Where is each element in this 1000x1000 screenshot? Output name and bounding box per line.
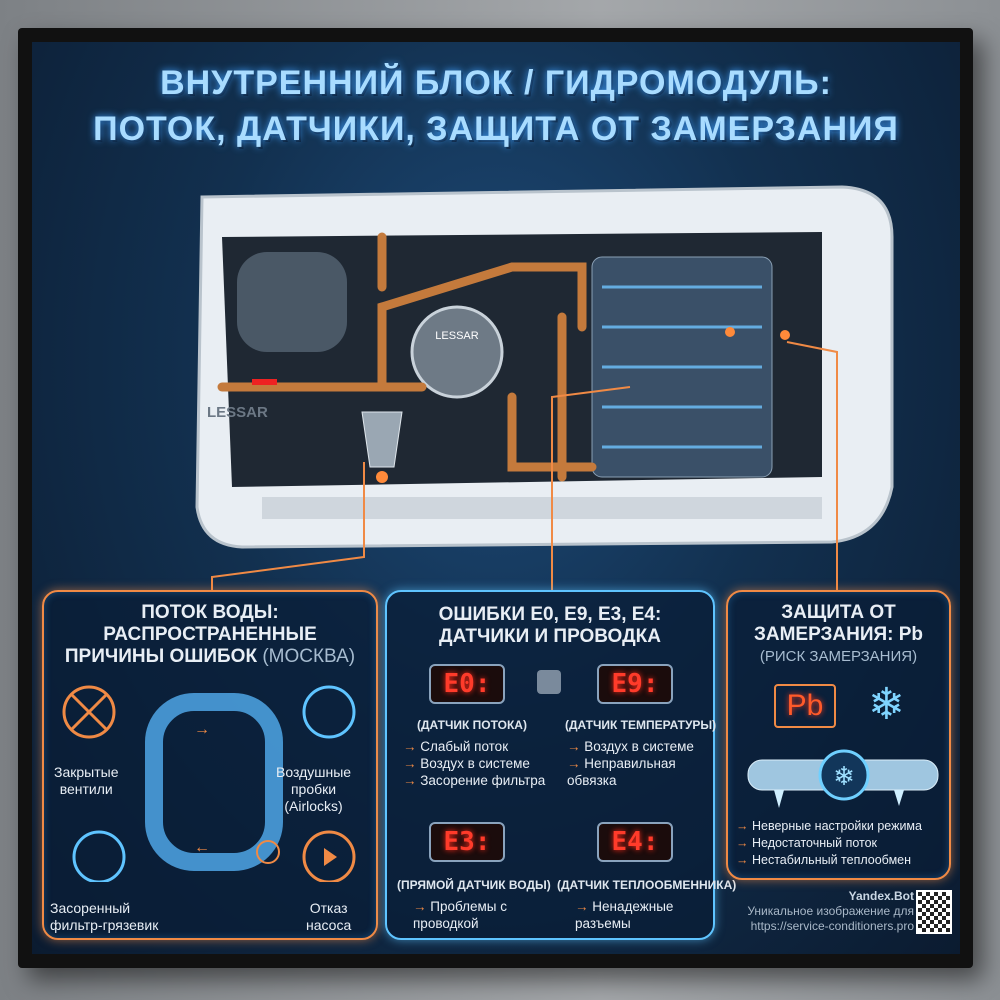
errors-panel-title: ОШИБКИ E0, E9, E3, E4: ДАТЧИКИ И ПРОВОДК… bbox=[387, 604, 713, 648]
watermark-url: https://service-conditioners.pro bbox=[750, 919, 914, 933]
filter-marker bbox=[376, 471, 388, 483]
errors-title-1: ОШИБКИ E0, E9, E3, E4: bbox=[438, 604, 662, 625]
e9-caption: (ДАТЧИК ТЕМПЕРАТУРЫ) bbox=[565, 718, 717, 732]
flow-title-3: ПРИЧИНЫ ОШИБОК bbox=[64, 646, 258, 667]
watermark: Yandex.Bot Уникальное изображение для ht… bbox=[747, 889, 914, 934]
pump-brand: LESSAR bbox=[435, 330, 478, 342]
qr-code bbox=[916, 890, 952, 934]
e4-display: E4: bbox=[597, 822, 673, 862]
pump-failure-icon bbox=[302, 830, 356, 882]
svg-text:→: → bbox=[194, 721, 210, 738]
circulation-pump bbox=[410, 305, 504, 399]
e0-caption: (ДАТЧИК ПОТОКА) bbox=[417, 718, 527, 732]
copper-pipes bbox=[217, 232, 597, 482]
freeze-subtitle: (РИСК ЗАМЕРЗАНИЯ) bbox=[759, 648, 918, 665]
freeze-panel-title: ЗАЩИТА ОТ ЗАМЕРЗАНИЯ: Pb (РИСК ЗАМЕРЗАНИ… bbox=[728, 602, 949, 668]
e3-causes: Проблемы с проводкой bbox=[413, 898, 533, 932]
frozen-pipe-icon: ❄ bbox=[747, 749, 939, 808]
closed-valve-icon bbox=[62, 685, 116, 739]
freeze-protection-panel: ЗАЩИТА ОТ ЗАМЕРЗАНИЯ: Pb (РИСК ЗАМЕРЗАНИ… bbox=[726, 590, 951, 880]
filter-basket-icon bbox=[72, 830, 126, 882]
e9-causes: Воздух в системеНеправильная обвязка bbox=[567, 738, 707, 789]
flow-title-1: ПОТОК ВОДЫ: bbox=[141, 602, 279, 623]
errors-title-2: ДАТЧИКИ И ПРОВОДКА bbox=[439, 626, 661, 647]
infographic-screen: ВНУТРЕННИЙ БЛОК / ГИДРОМОДУЛЬ: ПОТОК, ДА… bbox=[32, 42, 960, 954]
air-louver bbox=[262, 497, 822, 519]
e9-display: E9: bbox=[597, 664, 673, 704]
watermark-bot: Yandex.Bot bbox=[848, 889, 914, 903]
indoor-unit-illustration: LESSAR LESSAR bbox=[195, 185, 894, 549]
sensor-errors-panel: ОШИБКИ E0, E9, E3, E4: ДАТЧИКИ И ПРОВОДК… bbox=[385, 590, 736, 940]
flow-loop-diagram: →← bbox=[62, 685, 356, 882]
flow-title-note: (МОСКВА) bbox=[262, 646, 356, 667]
expansion-tank bbox=[237, 252, 347, 352]
title-line-1: ВНУТРЕННИЙ БЛОК / ГИДРОМОДУЛЬ: bbox=[160, 64, 832, 102]
freeze-causes: Неверные настройки режимаНедостаточный п… bbox=[736, 818, 922, 869]
title-line-2: ПОТОК, ДАТЧИКИ, ЗАЩИТА ОТ ЗАМЕРЗАНИЯ bbox=[93, 110, 899, 148]
flow-title-2: РАСПРОСТРАНЕННЫЕ bbox=[103, 624, 317, 645]
e0-display: E0: bbox=[429, 664, 505, 704]
connector-lines bbox=[211, 341, 838, 590]
mud-filter bbox=[361, 411, 403, 468]
svg-text:←: ← bbox=[194, 839, 210, 856]
pb-error-display: Pb bbox=[774, 684, 836, 728]
freeze-title-1: ЗАЩИТА ОТ bbox=[781, 602, 896, 623]
water-loop-pipe bbox=[145, 693, 283, 871]
page-title: ВНУТРЕННИЙ БЛОК / ГИДРОМОДУЛЬ: ПОТОК, ДА… bbox=[32, 60, 960, 152]
e3-caption: (ПРЯМОЙ ДАТЧИК ВОДЫ) bbox=[397, 878, 551, 892]
svg-text:❄: ❄ bbox=[833, 761, 855, 791]
freeze-title-2: ЗАМЕРЗАНИЯ: Pb bbox=[753, 624, 924, 645]
sensor-icon bbox=[537, 670, 561, 694]
water-flow-panel: ПОТОК ВОДЫ: РАСПРОСТРАНЕННЫЕ ПРИЧИНЫ ОШИ… bbox=[42, 590, 378, 940]
unit-brand-logo: LESSAR bbox=[207, 404, 268, 421]
e4-causes: Ненадежные разъемы bbox=[575, 898, 695, 932]
airlock-bubbles-icon bbox=[302, 685, 356, 739]
pump-fault-marker bbox=[256, 840, 280, 864]
flow-panel-title: ПОТОК ВОДЫ: РАСПРОСТРАНЕННЫЕ ПРИЧИНЫ ОШИ… bbox=[44, 602, 376, 668]
e3-display: E3: bbox=[429, 822, 505, 862]
e0-causes: Слабый потокВоздух в системеЗасорение фи… bbox=[403, 738, 545, 789]
snowflake-icon: ❄ bbox=[868, 680, 905, 729]
watermark-text: Уникальное изображение для bbox=[747, 904, 914, 918]
e4-caption: (ДАТЧИК ТЕПЛООБМЕННИКА) bbox=[557, 878, 737, 892]
